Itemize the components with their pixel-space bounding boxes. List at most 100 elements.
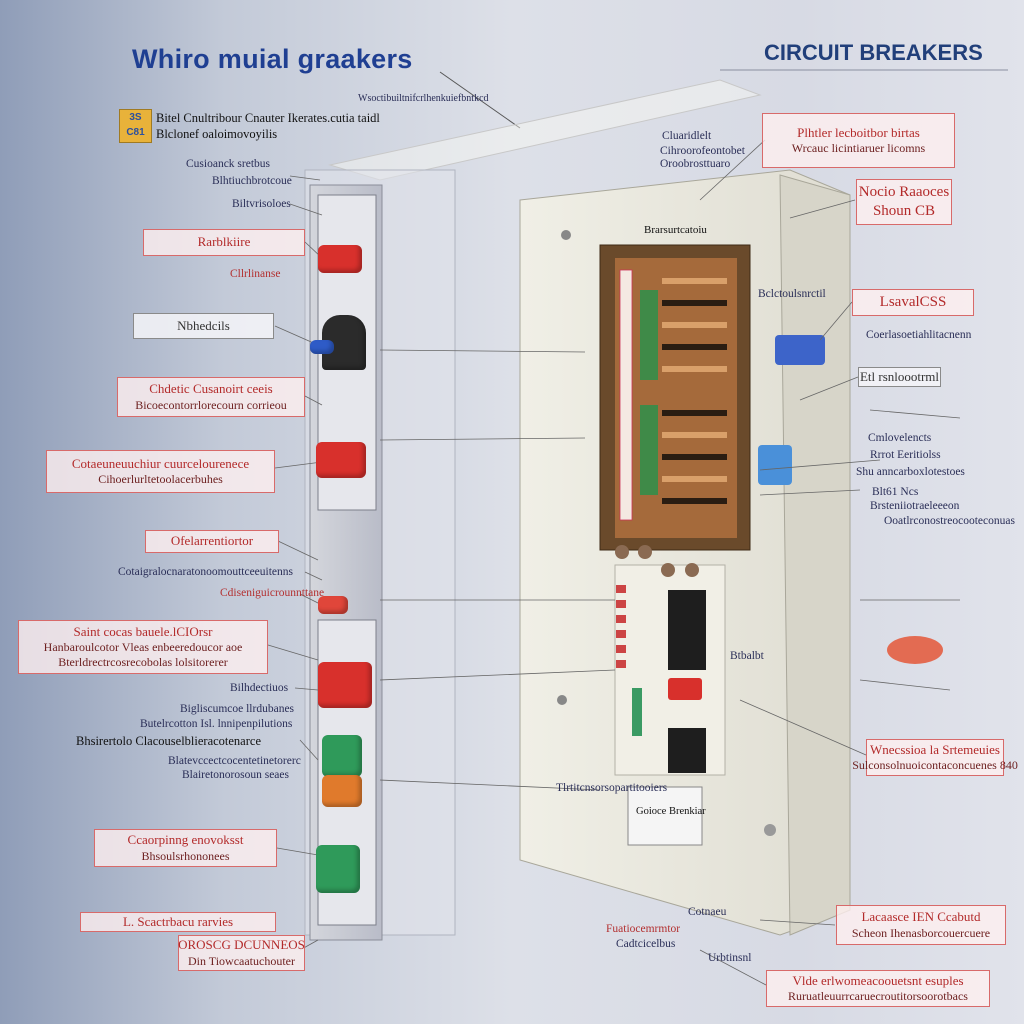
left-top-block-line1: Bitel Cnultribour Cnauter Ikerates.cutia… <box>156 111 380 125</box>
left-callout-7-line1: Ccaorpinng enovoksst <box>127 832 244 848</box>
left-top-block-line2: Blclonef oaloimovoyilis <box>156 127 278 141</box>
right-label-a2: Coerlasoetiahlitacnenn <box>866 329 972 341</box>
busbar-lower <box>640 405 658 495</box>
blue-terminal <box>758 445 792 485</box>
right-callout-5-line2: Sulconsolnuoicontaconcuenes 840 <box>852 758 1018 773</box>
diagram-title-right: CIRCUIT BREAKERS <box>764 40 983 65</box>
center-note-1: Cluaridlelt <box>662 130 712 142</box>
right-callout-6-line1: Lacaasce IEN Ccabutd <box>861 909 981 925</box>
left-callout-6-line3: Bterldrectrcosrecobolas lolsitorerer <box>58 655 228 670</box>
screw-bottom <box>557 695 567 705</box>
right-callout-4-text: Etl rsnloootrml <box>859 368 940 384</box>
center-note-3: Oroobrosttuaro <box>660 158 731 170</box>
left-label-d5: Blatevccectcocentetinetorerc <box>168 755 301 767</box>
left-callout-3-line2: Bicoecontorrlorecourn corrieou <box>135 397 287 412</box>
right-callout-3-text: LsavalCSS <box>879 294 947 311</box>
logo-badge: 3S C81 <box>119 109 152 143</box>
left-callout-7: Ccaorpinng enovoksst Bhsoulsrhononees <box>94 829 277 867</box>
left-callout-3-line1: Chdetic Cusanoirt ceeis <box>149 381 273 397</box>
screw-top <box>561 230 571 240</box>
right-callout-7: Vlde erlwomeacoouetsnt esuples Ruruatleu… <box>766 970 990 1007</box>
left-callout-1-text: Rarblkiire <box>197 234 251 250</box>
left-callout-4: Cotaeuneuuchiur cuurcelourenece Cihoerlu… <box>46 450 275 493</box>
right-callout-3: LsavalCSS <box>852 289 974 316</box>
right-label-b1: Cmlovelencts <box>868 432 932 444</box>
meter-display-upper <box>668 590 706 670</box>
left-label-d2: Bigliscumcoe llrdubanes <box>180 703 295 715</box>
screw-side <box>764 824 776 836</box>
center-top-note: Wsoctibuiltnifcrlhenkuiefbntkcd <box>358 93 489 104</box>
left-callout-3: Chdetic Cusanoirt ceeis Bicoecontorrlore… <box>117 377 305 417</box>
blue-clip <box>310 340 334 354</box>
right-label-b5: Brsteniiotraeleeeon <box>870 500 960 512</box>
right-callout-6: Lacaasce IEN Ccabutd Scheon Ihenasborcou… <box>836 905 1006 945</box>
center-bottom-note-4: Cadtcicelbus <box>616 938 676 950</box>
left-label-a3: Biltvrisoloes <box>232 198 291 210</box>
right-callout-2-line2: Shoun CB <box>872 203 936 219</box>
right-label-b3: Shu anncarboxlotestoes <box>856 466 965 478</box>
right-callout-5-line1: Wnecssioa la Srtemeuies <box>870 741 1000 757</box>
right-callout-4: Etl rsnloootrml <box>858 367 941 387</box>
center-bottom-note-1: Tlrtitcnsorsopartitooiers <box>556 782 668 794</box>
rating-plate-text: Goioce Brenkiar <box>636 806 706 817</box>
green-breaker-2 <box>316 845 360 893</box>
red-breaker-1 <box>318 245 362 273</box>
left-callout-2: Nbhedcils <box>133 313 274 339</box>
left-callout-6-line2: Hanbaroulcotor Vleas enbeeredoucor aoe <box>43 640 243 655</box>
left-callout-1: Rarblkiire <box>143 229 305 256</box>
left-label-d1: Bilhdectiuos <box>230 682 289 694</box>
right-callout-6-line2: Scheon Ihenasborcouercuere <box>851 925 991 940</box>
left-callout-8: L. Scactrbacu rarvies <box>80 912 276 932</box>
left-label-c1: Cotaigralocnaratonoomouttceeuitenns <box>118 566 293 578</box>
left-leader-lines <box>267 175 616 951</box>
left-callout-7-line2: Bhsoulsrhononees <box>141 848 230 863</box>
left-callout-4-line1: Cotaeuneuuchiur cuurcelourenece <box>71 455 250 471</box>
logo-badge-bottom: C81 <box>126 127 145 138</box>
center-bottom-note-2: Cotnaeu <box>688 906 727 918</box>
left-label-d6: Blairetonorosoun seaes <box>182 769 289 781</box>
right-callout-7-line1: Vlde erlwomeacoouetsnt esuples <box>792 972 964 988</box>
left-callout-2-text: Nbhedcils <box>177 317 230 333</box>
orange-wire-cap <box>887 636 943 664</box>
right-callout-5: Wnecssioa la Srtemeuies Sulconsolnuoicon… <box>852 739 1018 776</box>
module-label-strip <box>619 269 633 521</box>
left-label-a1: Cusioanck sretbus <box>186 158 271 170</box>
blue-connector <box>775 335 825 365</box>
orange-breaker <box>322 775 362 807</box>
right-label-a1: Bclctoulsnrctil <box>758 288 826 300</box>
left-callout-5-text: Ofelarrentiortor <box>170 533 254 549</box>
diagram-title-left: Whiro muial graakers <box>132 44 413 74</box>
center-bottom-note-5: Urbtinsnl <box>708 952 752 964</box>
rating-plate <box>627 786 703 846</box>
panel-top-label: Brarsurtcatoiu <box>644 224 707 236</box>
left-callout-4-line2: Cihoerlurltetoolacerbuhes <box>98 472 223 487</box>
right-callout-2-line1: Nocio Raaoces <box>858 184 950 201</box>
right-leader-lines <box>699 139 961 986</box>
red-breaker-3 <box>318 662 372 708</box>
left-callout-9-line2: Din Tiowcaatuchouter <box>188 953 295 968</box>
left-callout-5: Ofelarrentiortor <box>145 530 279 553</box>
right-label-b2: Rrrot Eeritiolss <box>870 449 941 461</box>
right-callout-1-line1: Plhtler lecboitbor birtas <box>797 124 920 140</box>
left-label-d4: Bhsirertolo Clacouselblieracotenarce <box>76 734 261 748</box>
right-callout-7-line2: Ruruatleuurrcaruecroutitorsoorotbacs <box>788 989 968 1004</box>
left-callout-6: Saint cocas bauele.lCIOrsr Hanbaroulcoto… <box>18 620 268 674</box>
right-label-b4: Blt61 Ncs <box>872 486 919 498</box>
green-indicator <box>632 688 642 736</box>
busbar-upper <box>640 290 658 380</box>
left-label-c2: Cdiseniguicrounnttane <box>220 587 325 599</box>
knob-row <box>615 545 699 577</box>
breaker-module-terminals <box>662 278 727 504</box>
title-leader-line <box>439 71 521 129</box>
left-callout-6-line1: Saint cocas bauele.lCIOrsr <box>73 623 213 639</box>
left-callout-9-line1: OROSCG DCUNNEOS <box>178 937 305 953</box>
right-callout-2: Nocio Raaoces Shoun CB <box>856 179 952 225</box>
left-callout-8-text: L. Scactrbacu rarvies <box>122 913 234 929</box>
red-breaker-2 <box>316 442 366 478</box>
center-bottom-note-3: Fuatiocemrmtor <box>606 923 681 935</box>
center-note-2: Cihroorofeontobet <box>660 145 745 157</box>
terminal-column <box>616 585 626 668</box>
right-callout-1: Plhtler lecboitbor birtas Wrcauc licinti… <box>762 113 955 168</box>
logo-badge-top: 3S <box>129 112 142 123</box>
